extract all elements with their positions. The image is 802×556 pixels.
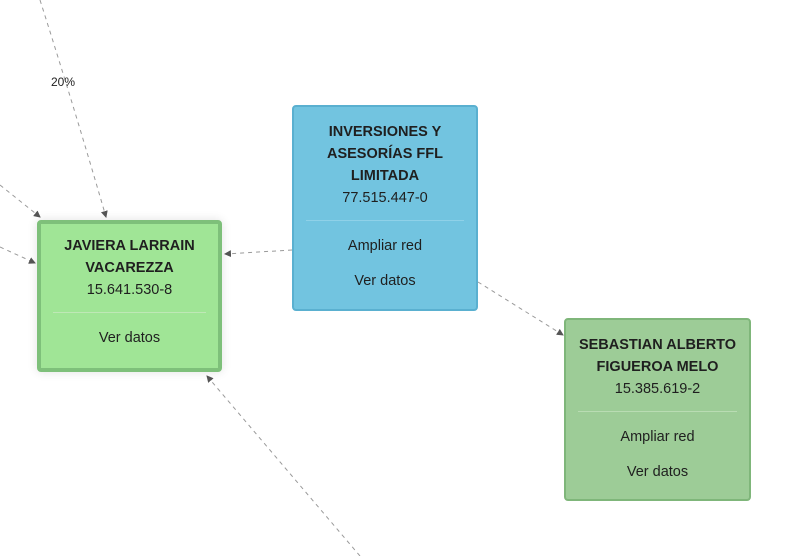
node-name: INVERSIONES Y ASESORÍAS FFL LIMITADA xyxy=(326,124,443,184)
node-divider xyxy=(306,220,464,221)
node-inversiones-ffl[interactable]: INVERSIONES Y ASESORÍAS FFL LIMITADA 77.… xyxy=(292,105,478,311)
edge-inversiones-to-sebastian xyxy=(477,281,564,336)
node-rut: 77.515.447-0 xyxy=(342,190,428,206)
node-name: JAVIERA LARRAIN VACAREZZA xyxy=(64,238,195,276)
node-sebastian-figueroa[interactable]: SEBASTIAN ALBERTO FIGUEROA MELO 15.385.6… xyxy=(564,318,751,501)
edge-bottom-to-javiera xyxy=(206,375,361,556)
edge-left-upper-to-javiera xyxy=(0,184,41,218)
node-rut: 15.385.619-2 xyxy=(614,381,701,397)
node-name: SEBASTIAN ALBERTO FIGUEROA MELO xyxy=(578,337,737,375)
view-details-button[interactable]: Ver datos xyxy=(354,273,416,289)
edge-percentage-label: 20% xyxy=(51,75,76,89)
expand-network-button[interactable]: Ampliar red xyxy=(620,429,695,445)
node-divider xyxy=(53,312,206,313)
node-javiera-larrain[interactable]: JAVIERA LARRAIN VACAREZZA 15.641.530-8 V… xyxy=(37,220,222,372)
edge-top-to-javiera xyxy=(39,0,108,218)
expand-network-button[interactable]: Ampliar red xyxy=(347,238,423,254)
view-details-button[interactable]: Ver datos xyxy=(98,330,161,346)
view-details-button[interactable]: Ver datos xyxy=(626,464,689,480)
edge-left-lower-to-javiera xyxy=(0,246,36,264)
node-rut: 15.641.530-8 xyxy=(86,282,173,298)
edge-inversiones-to-javiera xyxy=(224,249,293,258)
node-divider xyxy=(578,411,737,412)
